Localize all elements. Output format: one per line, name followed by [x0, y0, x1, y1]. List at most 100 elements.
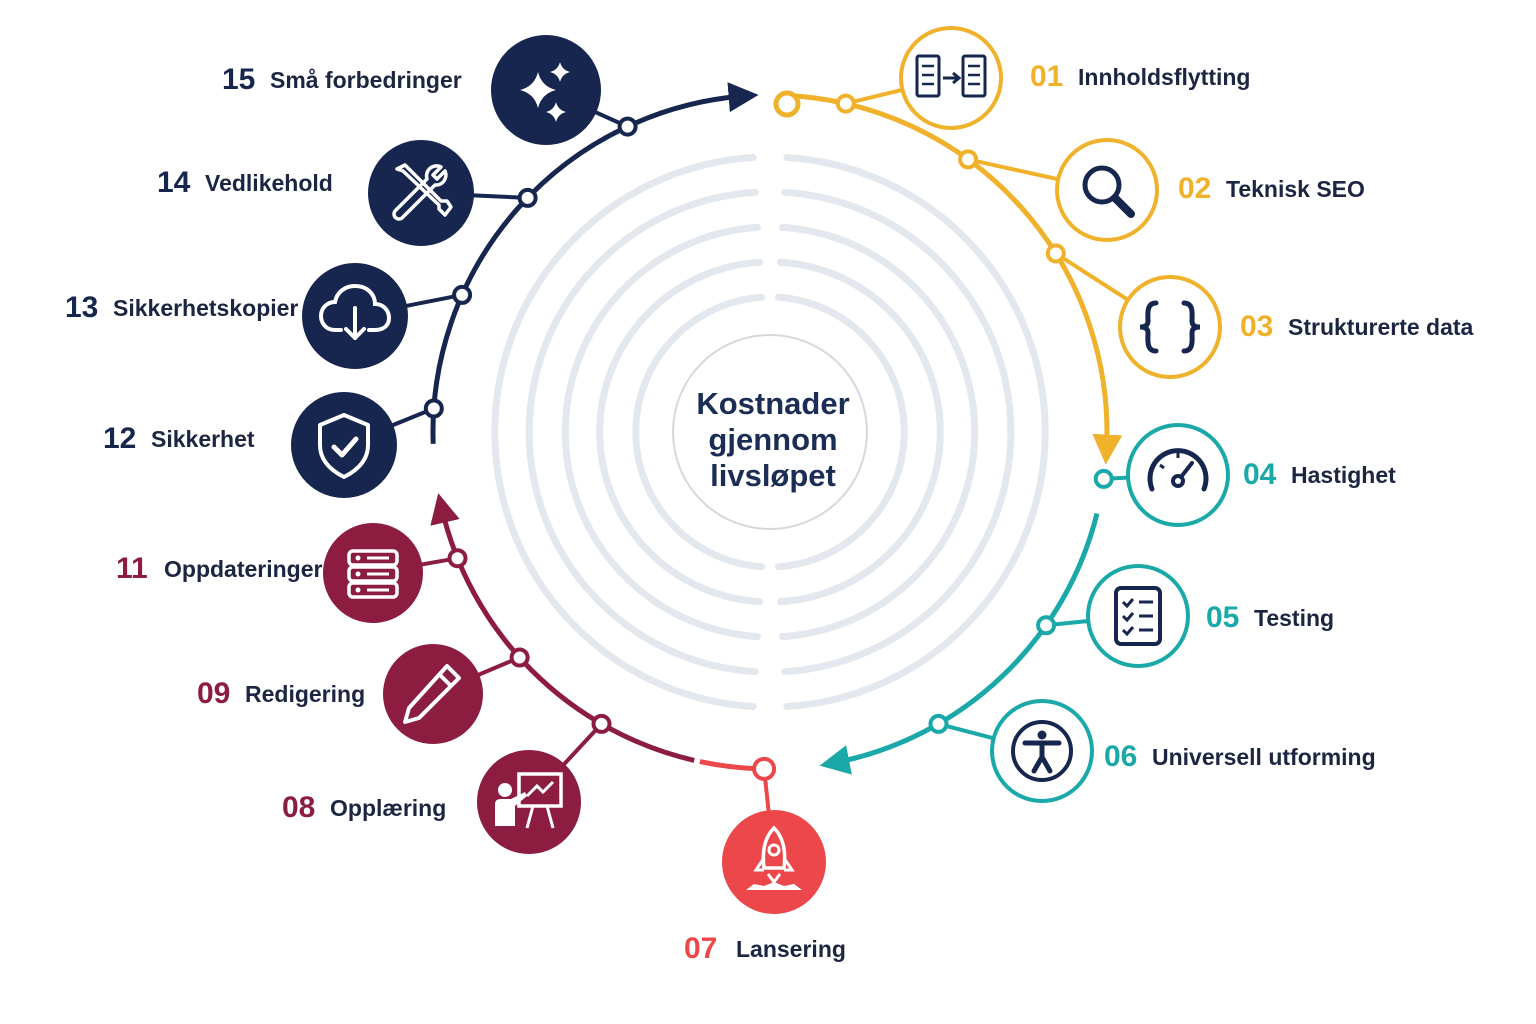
- sparkles-icon: [520, 62, 570, 122]
- icon-circle: [1086, 564, 1190, 668]
- shield-check-icon: [318, 413, 370, 479]
- icon-circle: [368, 140, 474, 246]
- step-06: 06 Universell utforming: [928, 699, 1376, 803]
- arc-node: [617, 116, 638, 137]
- step-13: 13 Sikkerhetskopier: [65, 263, 473, 369]
- ring-arc: [776, 258, 944, 606]
- arc-node: [1045, 243, 1066, 264]
- arc-node: [835, 93, 856, 114]
- center-line-3: livsløpet: [710, 458, 836, 493]
- rocket-icon: [746, 825, 802, 890]
- icon-circle: [383, 644, 483, 744]
- step-label: Sikkerhetskopier: [113, 295, 298, 321]
- arc-node: [509, 647, 530, 668]
- icon-circle: [1055, 138, 1159, 242]
- ring-arc: [774, 293, 908, 571]
- pencil-icon: [403, 664, 461, 724]
- arc-navy: [430, 82, 759, 444]
- presentation-icon: [495, 772, 563, 829]
- server-icon: [347, 549, 399, 599]
- step-label: Små forbedringer: [270, 67, 462, 93]
- step-05: 05 Testing: [1036, 564, 1334, 668]
- arc-yellow: [790, 93, 1123, 465]
- arc-node: [1093, 468, 1114, 489]
- step-label: Innholdsflytting: [1078, 64, 1250, 90]
- step-number: 01: [1030, 60, 1063, 93]
- step-01: 01 Innholdsflytting: [835, 26, 1250, 130]
- step-label: Sikkerhet: [151, 426, 255, 452]
- icon-circle: [722, 810, 826, 914]
- step-11: 11 Oppdateringer: [116, 523, 468, 623]
- ring-arc: [779, 223, 979, 641]
- step-label: Testing: [1254, 605, 1334, 631]
- arc-crimson: [430, 493, 695, 763]
- step-number: 13: [65, 291, 98, 324]
- step-number: 12: [103, 422, 136, 455]
- ring-arc: [783, 154, 1049, 710]
- speedometer-icon: [1147, 448, 1209, 492]
- arc-node: [928, 713, 949, 734]
- step-number: 08: [282, 791, 315, 824]
- arc-node: [752, 756, 777, 781]
- center-line-2: gjennom: [708, 422, 837, 457]
- ring-arc: [491, 154, 757, 710]
- step-label: Lansering: [736, 936, 846, 962]
- step-number: 11: [116, 552, 148, 585]
- ring-arc: [561, 223, 761, 641]
- center-line-1: Kostnader: [696, 386, 849, 421]
- ring-arc: [596, 258, 764, 606]
- step-02: 02 Teknisk SEO: [958, 138, 1365, 242]
- step-03: 03 Strukturerte data: [1045, 243, 1474, 379]
- center-label: Kostnader gjennom livsløpet: [672, 334, 868, 530]
- accessibility-icon: [1011, 720, 1073, 782]
- icon-circle: [477, 750, 581, 854]
- step-04: 04 Hastighet: [1093, 423, 1396, 527]
- step-number: 05: [1206, 601, 1239, 634]
- start-node: [773, 90, 801, 118]
- step-number: 02: [1178, 172, 1211, 205]
- arc-node: [958, 149, 979, 170]
- arc-node: [447, 548, 468, 569]
- step-number: 03: [1240, 310, 1273, 343]
- lifecycle-steps: 01 Innholdsflytting 02 Teknisk SEO 03 Struktu…: [65, 26, 1474, 965]
- step-label: Hastighet: [1291, 462, 1396, 488]
- tools-icon: [392, 163, 453, 221]
- step-15: 15 Små forbedringer: [222, 35, 638, 145]
- arc-node: [1036, 615, 1057, 636]
- step-12: 12 Sikkerhet: [103, 392, 444, 498]
- arc-teal: [819, 512, 1100, 775]
- curly-braces-icon: [1139, 300, 1201, 354]
- step-08: 08 Opplæring: [282, 713, 612, 854]
- search-icon: [1082, 165, 1135, 218]
- arc-node: [423, 398, 444, 419]
- step-label: Opplæring: [330, 795, 446, 821]
- step-09: 09 Redigering: [197, 644, 530, 744]
- cloud-download-icon: [318, 283, 392, 340]
- step-number: 15: [222, 63, 255, 96]
- step-label: Teknisk SEO: [1226, 176, 1365, 202]
- step-14: 14 Vedlikehold: [157, 140, 538, 246]
- ring-arc: [632, 293, 766, 571]
- checklist-icon: [1114, 586, 1162, 646]
- arc-node: [517, 187, 538, 208]
- arc-node: [452, 284, 473, 305]
- step-number: 09: [197, 677, 230, 710]
- step-label: Universell utforming: [1152, 744, 1376, 770]
- step-label: Vedlikehold: [205, 170, 333, 196]
- icon-circle: [291, 392, 397, 498]
- step-number: 06: [1104, 740, 1137, 773]
- step-number: 04: [1243, 458, 1277, 491]
- step-number: 14: [157, 166, 191, 199]
- step-07: 07 Lansering: [684, 756, 846, 965]
- step-label: Oppdateringer: [164, 556, 323, 582]
- content-transfer-icon: [915, 54, 987, 98]
- ring-arc: [525, 188, 759, 676]
- ring-arc: [781, 188, 1015, 676]
- icon-circle: [1118, 275, 1222, 379]
- step-label: Strukturerte data: [1288, 314, 1474, 340]
- arc-node: [591, 713, 612, 734]
- concentric-rings: [491, 154, 1049, 710]
- step-number: 07: [684, 932, 717, 965]
- step-label: Redigering: [245, 681, 365, 707]
